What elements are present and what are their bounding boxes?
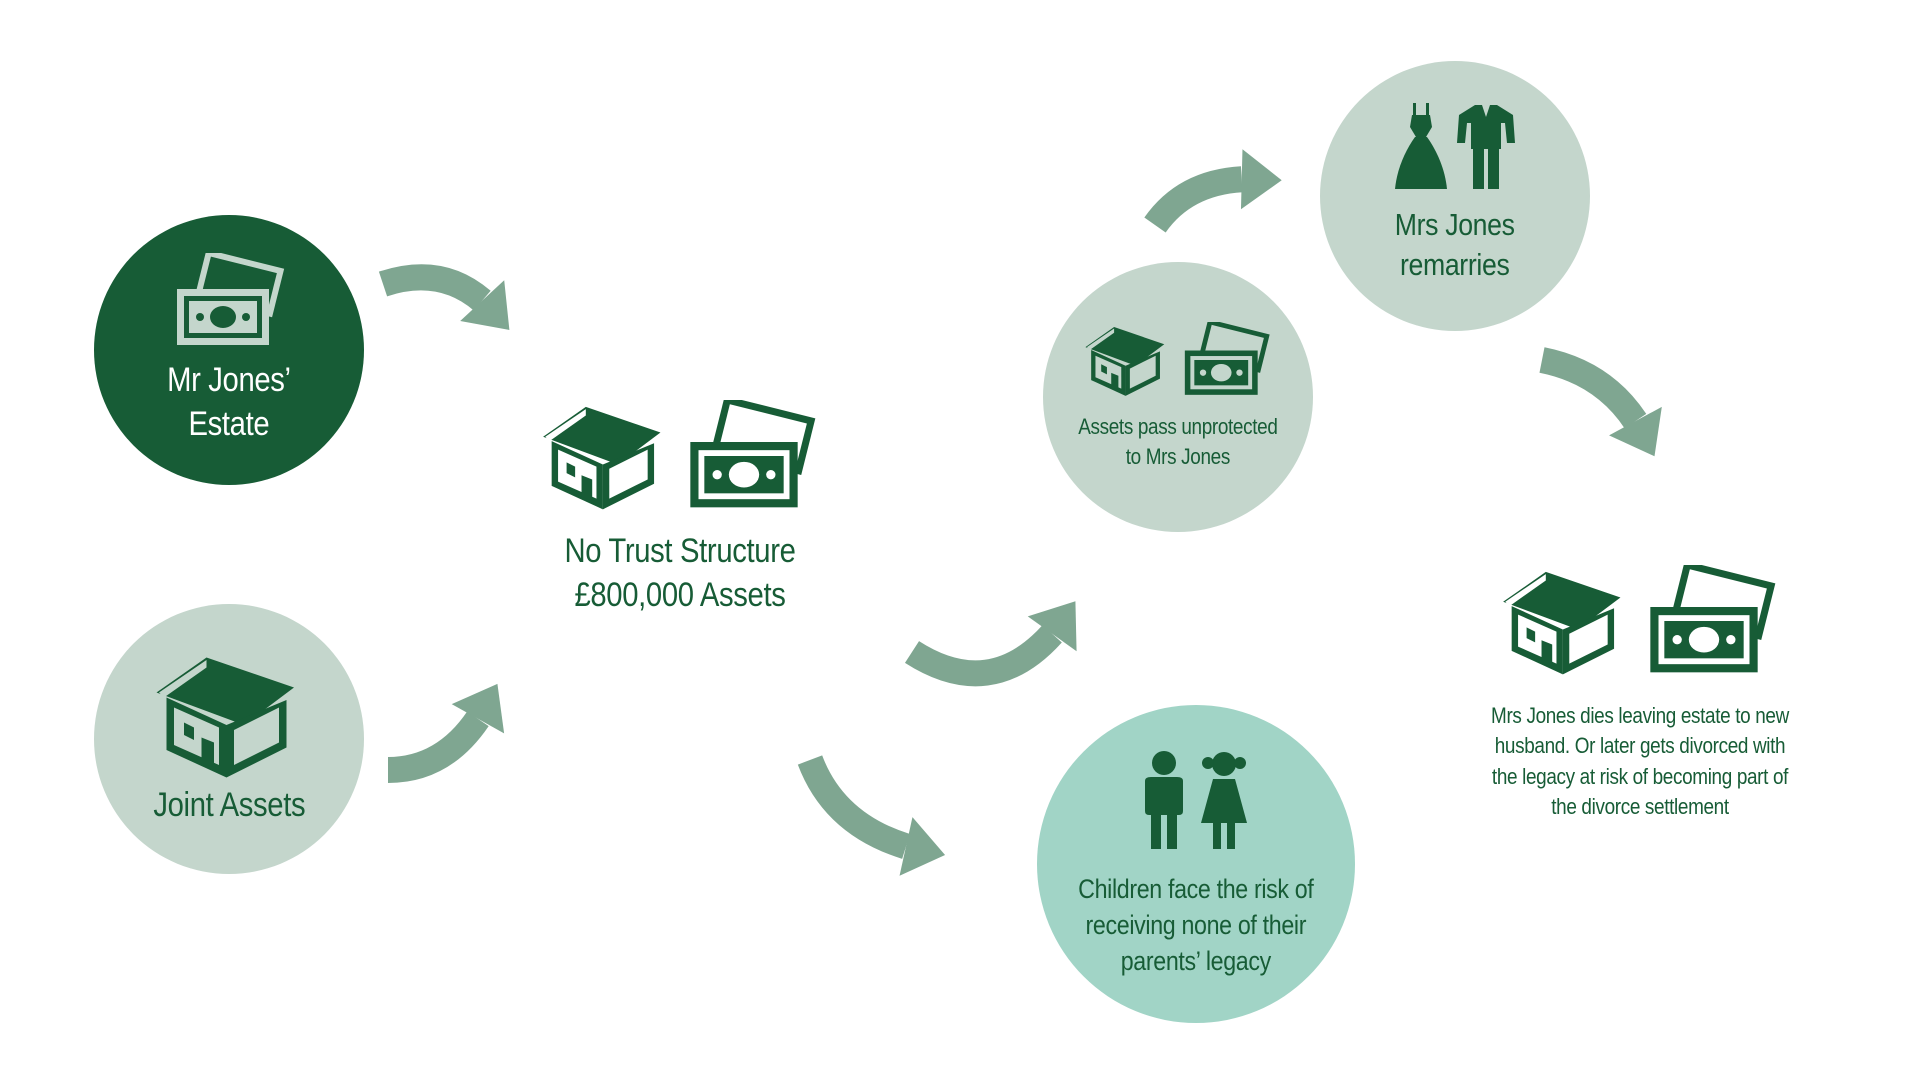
banknotes-icon: [171, 253, 287, 349]
arrow-head: [460, 280, 510, 330]
arrow-head: [1609, 406, 1662, 457]
girl-icon: [1197, 749, 1251, 853]
arrow-head: [899, 817, 946, 876]
no-trust-group: No Trust Structure £800,000 Assets: [530, 400, 830, 617]
joint-assets-label: Joint Assets: [153, 786, 305, 825]
house-icon: [154, 650, 304, 780]
wedding-icons: [1393, 101, 1517, 191]
banknotes-icon: [683, 400, 819, 512]
house-icon: [1084, 322, 1170, 398]
no-trust-icons: [530, 400, 830, 512]
arrow-head: [1240, 149, 1282, 210]
arrow-assets-to-remarries: [1144, 149, 1282, 233]
boy-icon: [1141, 749, 1187, 853]
suit-icon: [1455, 101, 1517, 191]
house-icon: [541, 400, 669, 512]
outcome-icons: [1460, 565, 1820, 677]
house-icon: [1501, 565, 1629, 677]
children-label: Children face the risk of receiving none…: [1078, 873, 1314, 977]
outcome-label: Mrs Jones dies leaving estate to new hus…: [1491, 703, 1789, 820]
arrow-shaft: [904, 624, 1062, 687]
arrow-shaft: [1539, 347, 1647, 429]
mr-jones-estate-node: Mr Jones’ Estate: [94, 215, 364, 485]
arrow-notrust-to-children: [797, 755, 946, 876]
remarries-node: Mrs Jones remarries: [1320, 61, 1590, 331]
arrow-shaft: [1144, 166, 1243, 233]
arrow-remarries-to-outcome: [1539, 347, 1662, 457]
arrow-estate-to-notrust: [378, 264, 510, 330]
no-trust-label: No Trust Structure £800,000 Assets: [564, 532, 796, 614]
wedding-dress-icon: [1393, 101, 1449, 191]
assets-pass-label: Assets pass unprotected to Mrs Jones: [1078, 414, 1278, 469]
outcome-group: Mrs Jones dies leaving estate to new hus…: [1460, 565, 1820, 822]
arrow-head: [1027, 601, 1077, 652]
banknotes-icon: [1643, 565, 1779, 677]
assets-pass-icons: [1084, 322, 1272, 398]
arrow-joint-to-notrust: [387, 683, 505, 783]
arrow-shaft: [387, 711, 489, 783]
estate-label: Mr Jones’ Estate: [167, 361, 291, 443]
assets-pass-node: Assets pass unprotected to Mrs Jones: [1043, 262, 1313, 532]
joint-assets-node: Joint Assets: [94, 604, 364, 874]
arrow-shaft: [797, 755, 911, 859]
arrow-head: [451, 683, 505, 734]
children-node: Children face the risk of receiving none…: [1037, 705, 1355, 1023]
children-icons: [1141, 749, 1251, 853]
banknotes-icon: [1180, 322, 1272, 398]
arrow-notrust-to-assets: [904, 601, 1077, 687]
remarries-label: Mrs Jones remarries: [1395, 207, 1515, 282]
arrow-shaft: [378, 264, 491, 311]
